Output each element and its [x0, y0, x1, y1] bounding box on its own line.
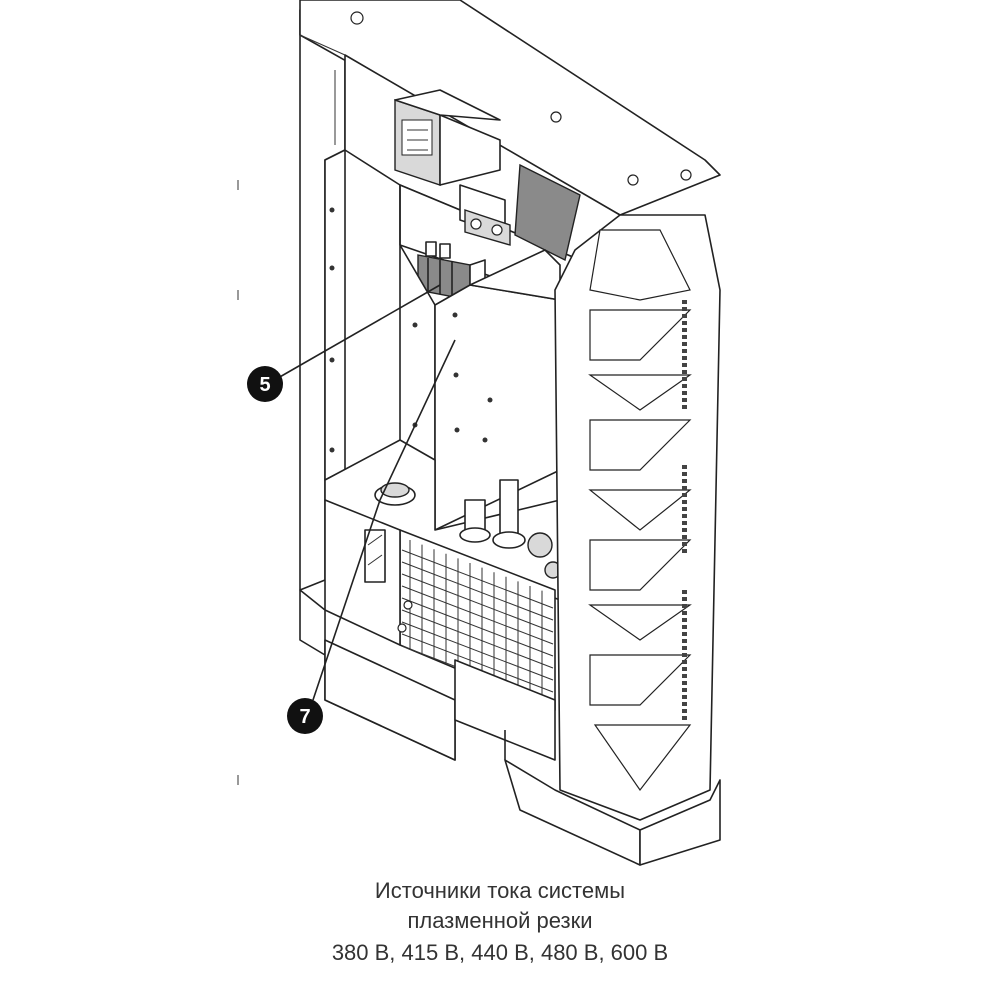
callout-7-label: 7 [299, 706, 310, 728]
contactor-block [394, 89, 501, 186]
bottom-base [299, 589, 721, 866]
callout-5-label: 5 [259, 374, 270, 396]
power-supply-diagram: 5 7 [237, 0, 721, 866]
central-housing [434, 249, 561, 531]
callout-5: 5 [247, 366, 283, 402]
caption-line-1: Источники тока системы [374, 878, 626, 903]
right-lattice-frame [554, 214, 721, 821]
radiator-grille [324, 499, 556, 711]
callout-7-leader [312, 339, 456, 701]
callout-7: 7 [287, 698, 323, 734]
caption-line-3: 380 В, 415 В, 440 В, 480 В, 600 В [331, 940, 669, 965]
caption-line-2: плазменной резки [407, 908, 593, 933]
callout-5-leader [277, 284, 441, 379]
